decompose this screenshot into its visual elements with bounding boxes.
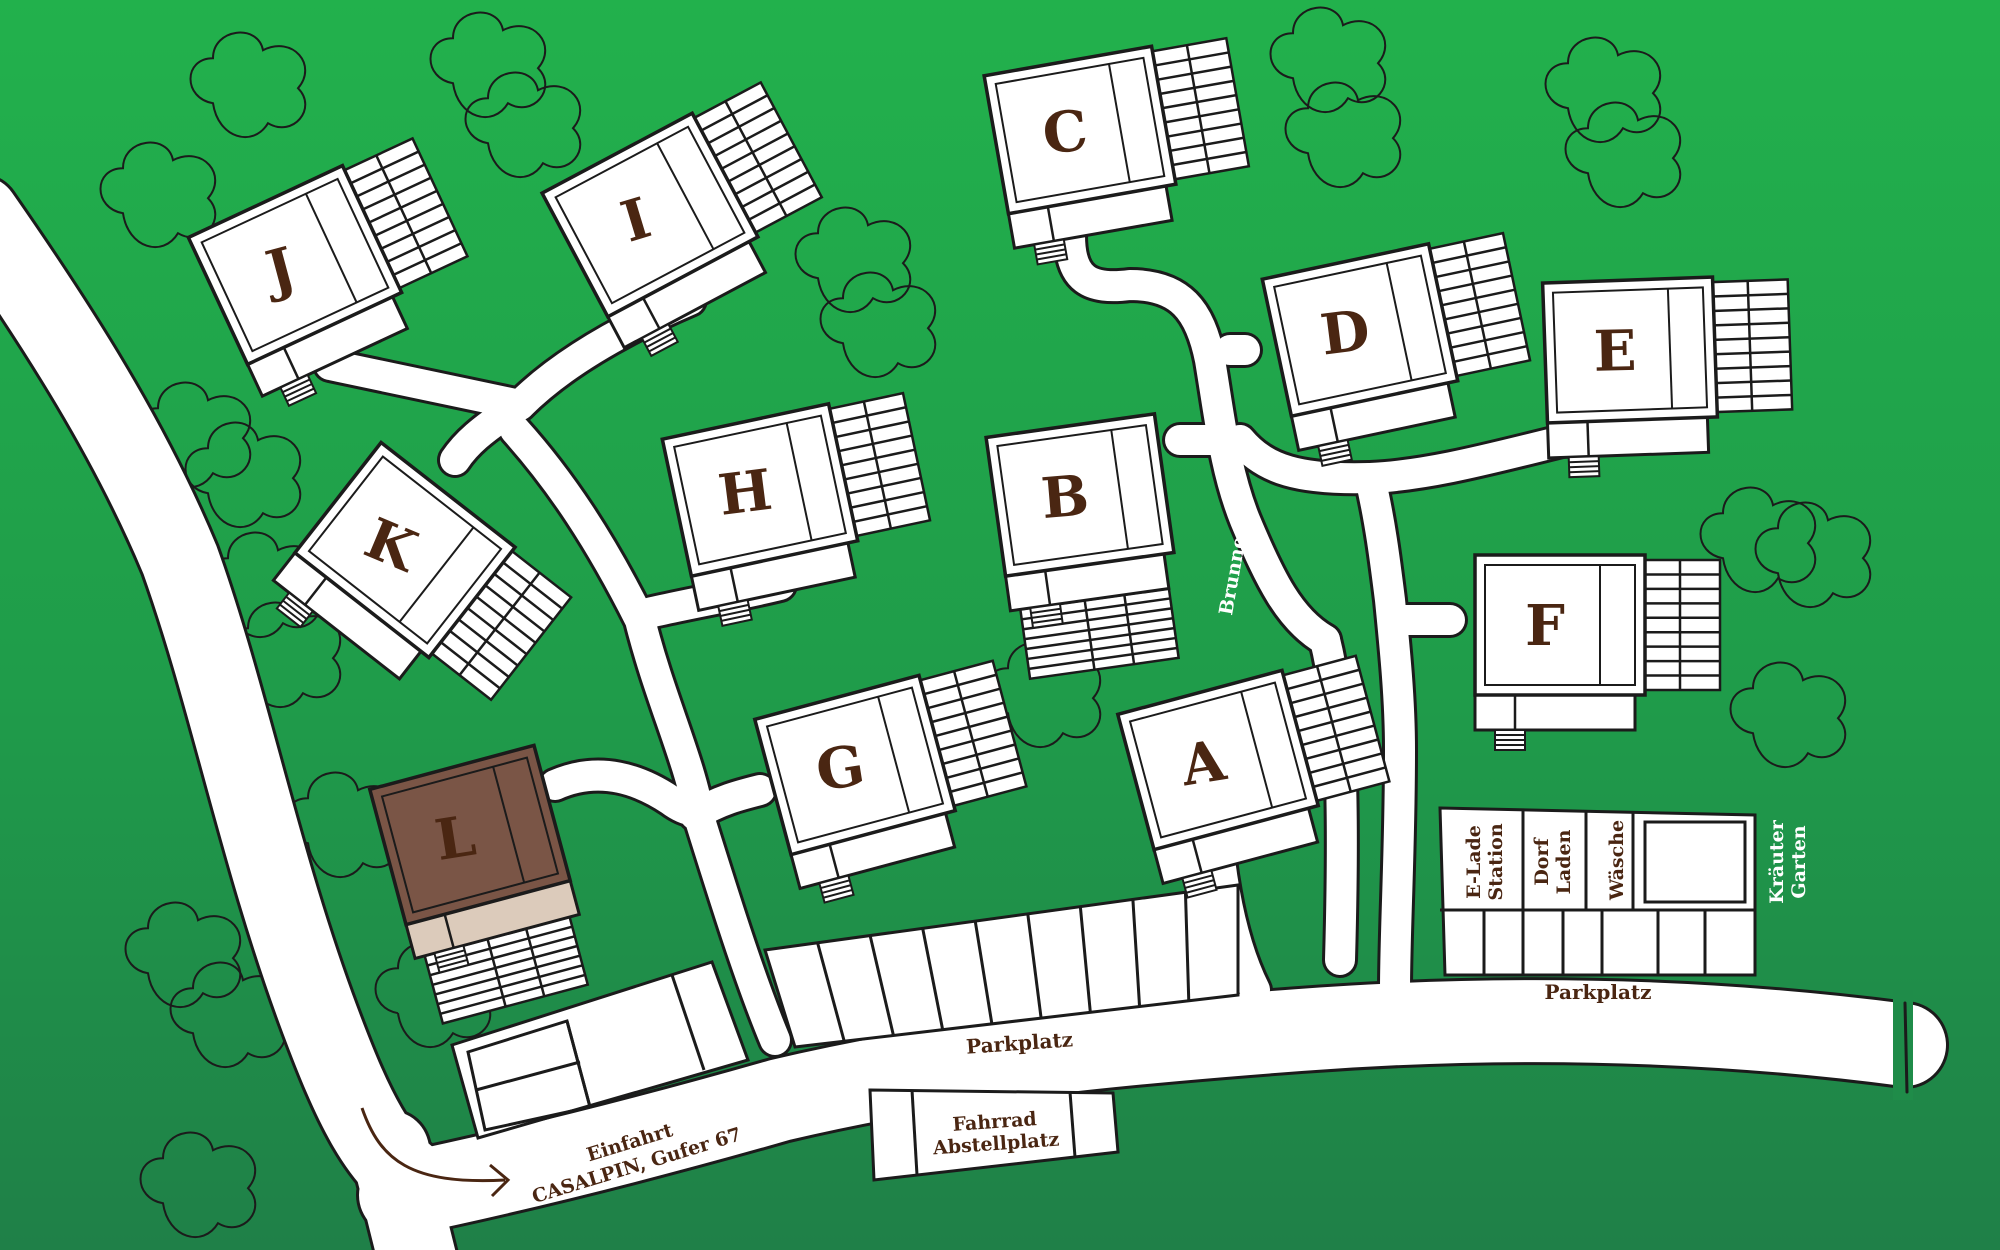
e-lade-line2: Station [1485, 823, 1507, 900]
building-body [660, 401, 860, 579]
waesche-label: Wäsche [1606, 820, 1628, 901]
parking-stall-divider [1078, 906, 1092, 1013]
main-road[interactable] [0, 181, 469, 1229]
footpath[interactable] [500, 415, 790, 1055]
terrace [1706, 278, 1794, 414]
tree-icon [464, 71, 582, 179]
building-body [1260, 241, 1460, 419]
building-b[interactable]: B [984, 411, 1188, 681]
parking-stall-divider [816, 942, 846, 1042]
stairs [1181, 869, 1218, 899]
tree-icon [1284, 81, 1402, 189]
dorfladen-label: Dorf Laden [1531, 829, 1575, 894]
tree-icon [184, 421, 302, 529]
stairs [1567, 455, 1601, 479]
tree-icon [429, 11, 547, 119]
kraeuter-line1: Kräuter [1766, 819, 1788, 904]
building-g[interactable]: G [752, 656, 1042, 908]
e-lade-line1: E-Lade [1463, 825, 1485, 899]
terrace [823, 391, 932, 539]
stairs [1033, 238, 1069, 266]
stairs [279, 373, 318, 408]
building-l[interactable]: L [367, 743, 598, 1026]
building-k[interactable]: K [261, 440, 574, 747]
parking-stall-divider [1183, 892, 1191, 1001]
terrace [1638, 558, 1722, 692]
tree-icon [139, 1131, 257, 1239]
tree-icon [1544, 36, 1662, 144]
parking-areas [450, 806, 1757, 1182]
parking-stall-divider [973, 920, 994, 1025]
building-c[interactable]: C [982, 33, 1259, 268]
building-d[interactable]: D [1260, 228, 1542, 470]
stairs [1317, 438, 1353, 467]
building-body [186, 163, 404, 367]
tree-icon [1699, 486, 1817, 594]
footpath[interactable] [1355, 463, 1415, 1005]
stairs [818, 874, 855, 904]
service-building-row[interactable] [1438, 806, 1757, 977]
parking-stall-divider [1026, 913, 1043, 1019]
parking-stall-divider [868, 935, 895, 1036]
footpath[interactable] [440, 390, 535, 475]
building-j[interactable]: J [186, 134, 492, 414]
stairs [1494, 729, 1526, 751]
roads [0, 178, 1949, 1250]
parkplatz-label-right: Parkplatz [1545, 980, 1652, 1004]
tree-icon [794, 206, 912, 314]
building-letter: D [1317, 297, 1373, 369]
building-letter: H [715, 457, 776, 529]
tree-icon [1564, 101, 1682, 209]
building-body [539, 110, 761, 320]
tree-icon [189, 31, 307, 139]
building-letter: E [1593, 318, 1637, 385]
stairs [1029, 602, 1064, 629]
bike-parking[interactable] [868, 1088, 1120, 1182]
dorf-line1: Dorf [1531, 837, 1553, 886]
stairs [640, 322, 680, 358]
parking-stall-divider [921, 928, 945, 1030]
building-a[interactable]: A [1115, 651, 1405, 903]
building-body [752, 673, 958, 857]
bottom-road[interactable] [359, 980, 1946, 1236]
building-body [1115, 668, 1321, 852]
terrace [426, 546, 573, 702]
building-body [1473, 553, 1647, 697]
tree-icon [99, 141, 217, 249]
tree-icon [1754, 501, 1872, 609]
building-letter: B [1039, 462, 1092, 532]
e-lade-station-label: E-Lade Station [1463, 823, 1507, 900]
building-body [1540, 275, 1720, 425]
terrace [1146, 36, 1251, 182]
footpath[interactable] [680, 775, 775, 830]
stairs [433, 944, 470, 974]
tree-icon [124, 901, 242, 1009]
building-body [367, 743, 573, 927]
building-letter: F [1525, 593, 1565, 659]
terrace [338, 136, 470, 292]
kraeuter-garten-label: Kräuter Garten [1766, 819, 1810, 904]
building-letter: G [812, 732, 870, 805]
entry-arrow-icon [360, 1107, 511, 1198]
parking-stall-divider [1131, 899, 1142, 1007]
building-e[interactable]: E [1540, 274, 1795, 479]
tree-icon [1729, 661, 1847, 769]
tree-icon [1269, 6, 1387, 114]
parking-box-left[interactable] [450, 960, 750, 1140]
building-letter: C [1040, 97, 1091, 167]
stairs [717, 598, 753, 627]
kraeuter-line2: Garten [1788, 825, 1810, 898]
dorf-line2: Laden [1553, 829, 1575, 894]
entry-road[interactable] [351, 1111, 456, 1250]
building-f[interactable]: F [1473, 553, 1722, 751]
footpath[interactable] [1055, 220, 1340, 655]
building-h[interactable]: H [660, 388, 942, 630]
building-body [292, 440, 518, 660]
stairs [275, 591, 315, 629]
tree-icon [819, 271, 937, 379]
building-i[interactable]: I [539, 78, 850, 365]
